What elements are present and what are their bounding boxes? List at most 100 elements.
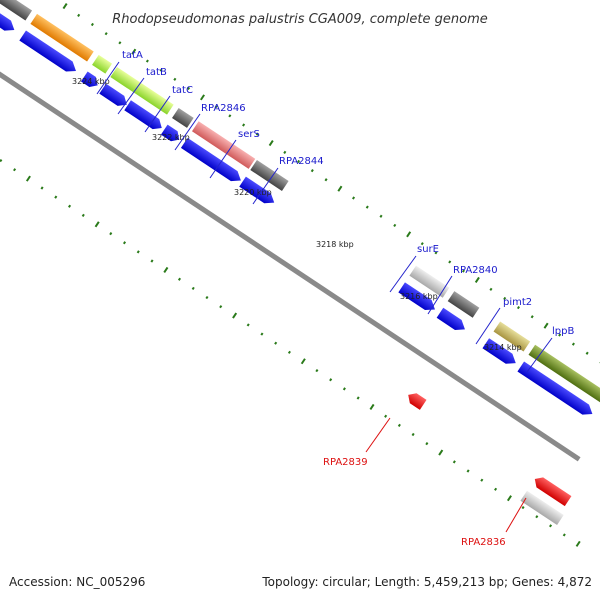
scale-tick-minor	[535, 515, 539, 519]
scale-tick-minor	[104, 32, 108, 36]
gene-bar-RPA2840[interactable]	[447, 291, 480, 318]
scale-tick-minor	[549, 524, 553, 528]
kbp-label-3224: 3224 kbp	[72, 77, 110, 86]
gene-label-surE[interactable]: surE	[417, 244, 439, 255]
scale-tick-minor	[287, 350, 291, 354]
cds-arrow-serS[interactable]	[180, 137, 244, 186]
scale-tick-minor	[480, 478, 484, 482]
gene-label-RPA2839[interactable]: RPA2839	[323, 457, 368, 468]
scale-tick-minor	[379, 214, 383, 218]
scale-tick-minor	[81, 213, 85, 217]
cds-arrow-pimt2[interactable]	[482, 338, 519, 368]
scale-tick-major	[474, 276, 480, 284]
genome-track	[0, 0, 600, 547]
gene-bar-tatA[interactable]	[30, 13, 94, 62]
gene-bar-serS[interactable]	[192, 121, 256, 169]
gene-bar-RPA2844[interactable]	[250, 159, 289, 191]
gene-bar-tatB[interactable]	[92, 54, 113, 74]
scale-tick-minor	[521, 505, 525, 510]
cds-arrow-RPA2846[interactable]	[160, 124, 183, 145]
gene-label-serS[interactable]: serS	[238, 129, 260, 140]
gene-bar-pimt2[interactable]	[493, 321, 531, 352]
gene-label-tatA[interactable]: tatA	[122, 50, 143, 61]
gene-label-RPA2846[interactable]: RPA2846	[201, 103, 246, 114]
scale-tick-minor	[329, 378, 333, 382]
scale-tick-major	[25, 175, 31, 182]
scale-tick-minor	[585, 351, 589, 355]
scale-tick-minor	[310, 169, 314, 173]
scale-tick-minor	[40, 186, 44, 190]
scale-tick-minor	[283, 150, 287, 154]
gene-bar-tatC[interactable]	[110, 66, 174, 115]
scale-tick-minor	[159, 68, 163, 72]
scale-tick-minor	[503, 296, 507, 301]
cds-arrow-RPA2840[interactable]	[436, 307, 469, 335]
gene-label-tatC[interactable]: tatC	[172, 85, 193, 96]
scale-tick-major	[337, 185, 343, 192]
kbp-label-3220: 3220 kbp	[234, 188, 272, 197]
gene-bar-RPA2846[interactable]	[172, 107, 194, 128]
scale-tick-minor	[122, 241, 127, 245]
scale-tick-minor	[0, 158, 3, 163]
scale-tick-minor	[411, 432, 415, 437]
kbp-label-3222: 3222 kbp	[152, 133, 190, 142]
cds-arrow-RPA2836[interactable]	[531, 474, 572, 507]
scale-tick-major	[543, 322, 549, 329]
scale-tick-major	[200, 94, 205, 101]
scale-tick-major	[268, 139, 274, 147]
cds-arrow-tatA[interactable]	[19, 30, 79, 76]
scale-tick-major	[438, 449, 444, 456]
gene-label-RPA2844[interactable]: RPA2844	[279, 156, 324, 167]
scale-tick-minor	[191, 286, 195, 291]
genome-backbone	[0, 14, 581, 462]
cds-arrow-RPA2844[interactable]	[239, 176, 277, 208]
scale-tick-minor	[77, 13, 81, 17]
scale-tick-minor	[393, 223, 397, 228]
scale-tick-minor	[434, 251, 438, 255]
scale-tick-minor	[246, 323, 250, 327]
scale-tick-minor	[228, 114, 232, 118]
scale-tick-minor	[397, 423, 401, 427]
scale-tick-minor	[260, 332, 264, 336]
scale-tick-minor	[255, 132, 259, 136]
scale-tick-major	[232, 312, 238, 319]
scale-tick-minor	[54, 195, 58, 199]
kbp-label-3214: 3214 kbp	[484, 343, 522, 352]
scale-tick-major	[506, 495, 512, 502]
cds-arrow-RPA2839[interactable]	[405, 390, 427, 410]
scale-tick-major	[300, 358, 306, 365]
cds-arrow-1[interactable]	[0, 0, 18, 35]
topology-summary: Topology: circular; Length: 5,459,213 bp…	[261, 575, 592, 589]
scale-tick-minor	[356, 396, 360, 400]
cds-arrow-surE[interactable]	[398, 282, 438, 314]
scale-tick-minor	[448, 260, 452, 264]
accession-text: Accession: NC_005296	[9, 575, 145, 589]
scale-tick-minor	[384, 414, 388, 418]
cds-arrow-tatC-a[interactable]	[99, 83, 130, 110]
gene-label-RPA2836[interactable]: RPA2836	[461, 537, 506, 548]
scale-tick-minor	[219, 305, 223, 309]
gene-label-RPA2840[interactable]: RPA2840	[453, 265, 498, 276]
scale-tick-major	[575, 540, 581, 547]
scale-tick-minor	[466, 469, 470, 473]
scale-tick-minor	[420, 242, 424, 246]
cds-arrow-tatB[interactable]	[80, 71, 101, 90]
gene-label-pimt2[interactable]: pimt2	[503, 297, 532, 308]
gene-bar-lppB[interactable]	[528, 344, 600, 403]
scale-tick-minor	[173, 77, 177, 81]
gene-bar-unnamed-1[interactable]	[0, 0, 33, 21]
gene-label-lppB[interactable]: lppB	[552, 326, 574, 337]
gene-bar-surE[interactable]	[409, 265, 450, 298]
scale-tick-minor	[571, 342, 575, 346]
gene-label-tatB[interactable]: tatB	[146, 67, 167, 78]
scale-tick-minor	[274, 341, 278, 345]
scale-tick-major	[94, 221, 100, 228]
scale-tick-minor	[352, 196, 356, 200]
scale-ticks-lower	[0, 158, 581, 547]
cds-arrow-lppB[interactable]	[517, 361, 595, 419]
scale-tick-minor	[118, 41, 122, 45]
gene-bar-RPA2836[interactable]	[520, 490, 564, 526]
scale-tick-minor	[530, 315, 534, 319]
